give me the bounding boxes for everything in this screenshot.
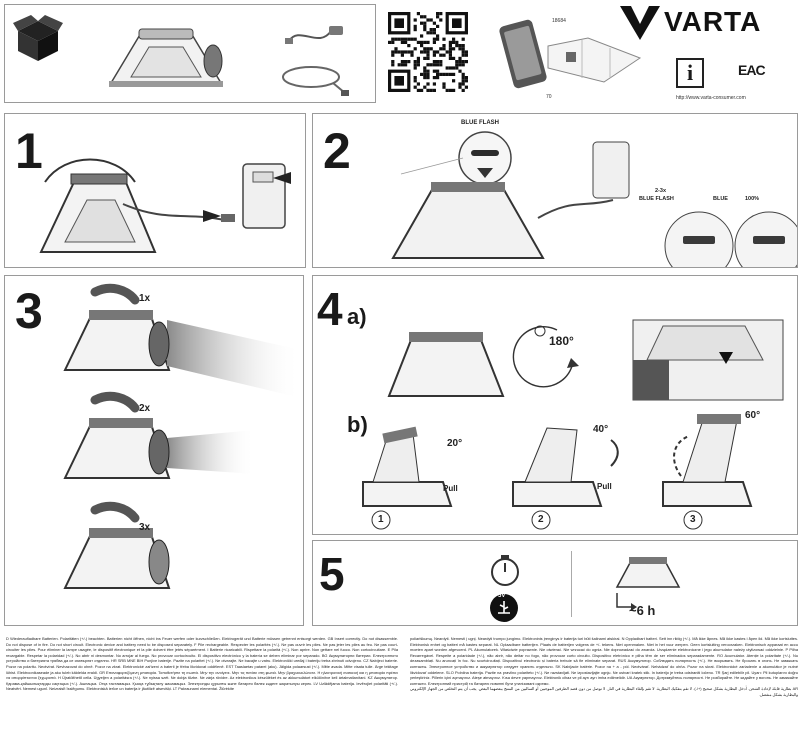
step4b-index-1: 1 bbox=[378, 514, 384, 525]
state-b-label: BLUE bbox=[713, 196, 728, 202]
step4-panel: 4 a) b) 180° bbox=[312, 275, 798, 535]
step1-number: 1 bbox=[15, 123, 43, 179]
angle-40: 40° bbox=[593, 424, 609, 435]
pull-label-2: Pull bbox=[597, 482, 612, 491]
doc-code-bottom: 70 bbox=[546, 94, 552, 100]
website-url: http://www.varta-consumer.com bbox=[676, 95, 746, 101]
brand-name: VARTA bbox=[664, 6, 762, 37]
step4b-illustration bbox=[362, 414, 753, 530]
blue-flash-label: BLUE FLASH bbox=[461, 120, 499, 126]
step5-divider bbox=[571, 551, 572, 617]
mode-3x: 3x bbox=[139, 522, 151, 533]
legal-text-col2-ar: AR بطارية قابلة لإعادة الشحن. أدخل البطا… bbox=[410, 686, 798, 697]
state-a-time: 2-3x bbox=[655, 188, 667, 194]
lantern-with-indicator-illustration bbox=[391, 131, 797, 267]
angle-20: 20° bbox=[447, 438, 463, 449]
rotate-icon bbox=[534, 325, 546, 337]
header-panel bbox=[4, 4, 376, 103]
step5-panel: 5 5V ~6 h bbox=[312, 540, 798, 626]
cable-icon bbox=[285, 26, 343, 44]
mode-1x: 1x bbox=[139, 293, 151, 304]
run-duration: ~6 h bbox=[629, 603, 656, 618]
legal-text-col1: D Wiederaufladbare Batterien. Polaritäte… bbox=[6, 636, 398, 692]
legal-text-col2: poliariškumą. Neardyti. Nemesti į ugnį. … bbox=[410, 636, 798, 740]
lantern-icon bbox=[109, 28, 223, 87]
step4b-index-3: 3 bbox=[690, 514, 696, 525]
phone-icon bbox=[499, 19, 642, 89]
usb-icon bbox=[490, 594, 518, 622]
step4b-index-2: 2 bbox=[538, 514, 544, 525]
step1-panel: 1 bbox=[4, 113, 306, 268]
eac-mark: EAC bbox=[738, 62, 766, 78]
step2-panel: 2 BLUE FLASH 2-3x BLUE FLASH BLUE 100% bbox=[312, 113, 798, 268]
rotate-180: 180° bbox=[549, 334, 574, 348]
step3-panel: 3 1x 2x 3x bbox=[4, 275, 304, 626]
pull-label-1: Pull bbox=[443, 484, 458, 493]
info-glyph: i bbox=[686, 60, 694, 85]
state-b-pct: 100% bbox=[745, 196, 760, 202]
legal-text-col2-body: poliariškumą. Neardyti. Nemesti į ugnį. … bbox=[410, 636, 798, 686]
lantern-icon-small bbox=[615, 557, 681, 588]
stopwatch-icon bbox=[491, 555, 519, 586]
step5-number: 5 bbox=[319, 548, 345, 600]
angle-60: 60° bbox=[745, 410, 761, 421]
varta-logo bbox=[620, 6, 660, 40]
lantern-charging-illustration bbox=[39, 158, 291, 253]
step4a-suffix: a) bbox=[347, 304, 367, 329]
step4a-illustration bbox=[387, 319, 784, 401]
lanyard-icon bbox=[282, 66, 349, 96]
arrow-icon bbox=[616, 593, 637, 611]
doc-code-top: 18684 bbox=[552, 18, 566, 24]
step4b-label: b) bbox=[347, 412, 368, 437]
state-a-label: BLUE FLASH bbox=[639, 196, 674, 202]
box-icon bbox=[13, 15, 63, 61]
usb-voltage: 5V bbox=[498, 593, 506, 599]
step4-number: 4 bbox=[317, 283, 343, 335]
step2-number: 2 bbox=[323, 123, 351, 179]
qr-code-icon bbox=[388, 12, 468, 92]
info-icon: i bbox=[676, 58, 704, 88]
modes-illustration bbox=[63, 283, 301, 589]
mode-2x: 2x bbox=[139, 403, 151, 414]
step3-number: 3 bbox=[15, 283, 43, 339]
